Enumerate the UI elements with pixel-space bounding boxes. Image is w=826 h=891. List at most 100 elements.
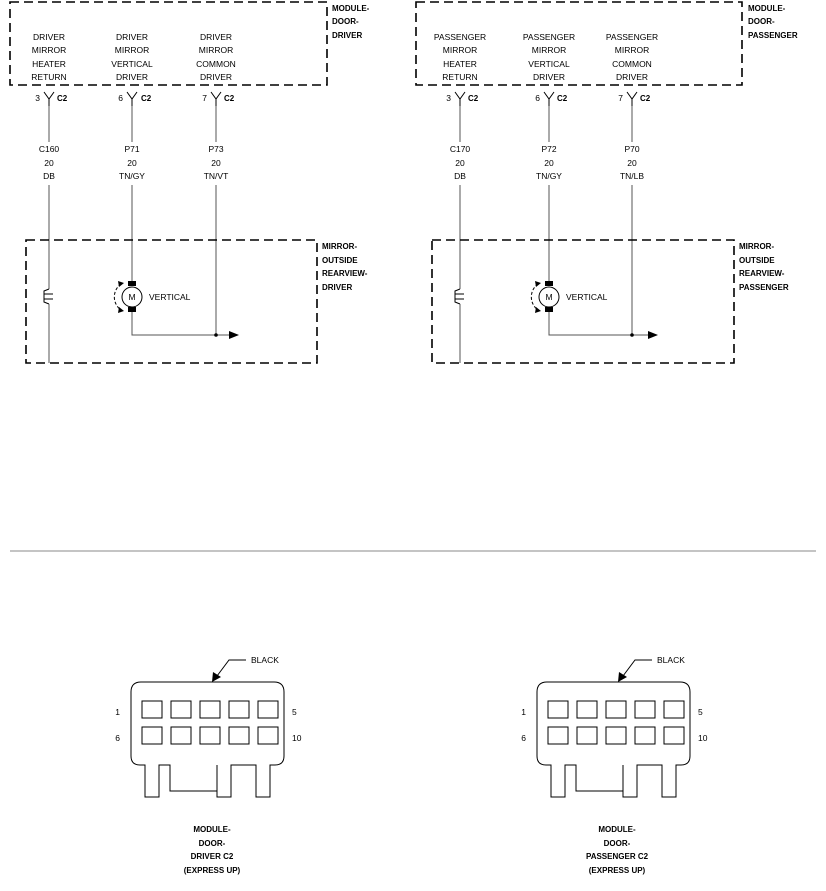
driver-pin6-cavity: 6 [118,93,123,103]
driver-c2-caption-line-1: MODULE- [193,825,231,834]
passenger-pin6-connector-symbol [543,91,555,106]
driver-c2-cavity-7 [170,726,192,745]
driver-pin7-function-line-4: DRIVER [200,72,232,82]
passenger-c2-cavity-4 [634,700,656,719]
passenger-pin6-function-line-3: VERTICAL [528,59,570,69]
passenger-pin6-cavity: 6 [535,93,540,103]
driver-c2-cavity-2 [170,700,192,719]
mirror-driver-title-line-3: REARVIEW- [322,269,368,278]
driver-c2-caption-line-3: DRIVER C2 [191,852,234,861]
passenger-pin3-function-line-4: RETURN [442,72,477,82]
passenger-c2-pin-5-label: 5 [698,707,703,717]
passenger-pin7-cavity: 7 [618,93,623,103]
passenger-pin7-function-line-1: PASSENGER [606,32,658,42]
passenger-splice-point [630,333,634,337]
passenger-motor-rotation-arrow [530,283,539,311]
driver-c2-cavity-1 [141,700,163,719]
passenger-pin3-cavity: 3 [446,93,451,103]
driver-c2-connector-body [130,681,285,798]
passenger-c2-cavity-6 [547,726,569,745]
driver-pin3-cavity: 3 [35,93,40,103]
passenger-c2-pin-1-label: 1 [521,707,526,717]
passenger-color-p72: TN/GY [536,171,562,181]
passenger-circuit-p72: P72 [541,144,556,154]
driver-gauge-p73: 20 [211,158,221,168]
passenger-c2-connector-view: 1 6 5 10 BLACK MODULE- DOOR- PASSENGER C… [521,655,707,875]
passenger-rotation-arrowhead-bottom [535,307,541,313]
passenger-motor-brush-top [545,281,553,286]
driver-circuit-c160: C160 [39,144,60,154]
driver-motor-label: VERTICAL [149,292,191,302]
driver-pin3-function-line-2: MIRROR [32,45,66,55]
passenger-color-c170: DB [454,171,466,181]
driver-c2-color-leader [216,659,246,677]
passenger-gauge-p70: 20 [627,158,637,168]
module-door-driver-box [9,1,328,86]
passenger-rotation-arrowhead-top [535,281,541,287]
driver-pin6-function-line-2: MIRROR [115,45,149,55]
driver-color-p71: TN/GY [119,171,145,181]
passenger-pin6-function-line-4: DRIVER [533,72,565,82]
driver-pin7-connector-id: C2 [224,94,235,103]
mirror-passenger-title-line-2: OUTSIDE [739,256,775,265]
driver-color-c160: DB [43,171,55,181]
driver-pin6-function-line-1: DRIVER [116,32,148,42]
module-door-driver-title-line-3: DRIVER [332,31,362,40]
module-door-passenger-title-line-1: MODULE- [748,4,786,13]
passenger-gauge-p72: 20 [544,158,554,168]
passenger-c2-cavity-3 [605,700,627,719]
passenger-motor-letter: M [545,292,552,302]
mirror-passenger-title-line-1: MIRROR- [739,242,774,251]
mirror-driver-title-line-4: DRIVER [322,283,352,292]
passenger-c2-caption-line-1: MODULE- [598,825,636,834]
passenger-c2-cavity-2 [576,700,598,719]
driver-pin7-function-line-1: DRIVER [200,32,232,42]
passenger-c2-color-label: BLACK [657,655,685,665]
driver-c2-pin-10-label: 10 [292,733,302,743]
driver-c2-caption-line-2: DOOR- [199,839,226,848]
driver-motor-rotation-arrow [113,283,122,311]
module-door-passenger-title-line-2: DOOR- [748,17,775,26]
driver-pin6-function-line-3: VERTICAL [111,59,153,69]
driver-circuit-p73: P73 [208,144,223,154]
passenger-mirror-heater-element [454,288,461,305]
driver-rotation-arrowhead-top [118,281,124,287]
driver-motor-brush-bottom [128,307,136,312]
driver-c2-cavity-6 [141,726,163,745]
passenger-c2-cavity-1 [547,700,569,719]
driver-c2-cavity-3 [199,700,221,719]
mirror-passenger-title-line-4: PASSENGER [739,283,789,292]
driver-circuit-p71: P71 [124,144,139,154]
passenger-motor-brush-bottom [545,307,553,312]
passenger-c2-color-leader [622,659,652,677]
mirror-driver-title-line-2: OUTSIDE [322,256,358,265]
driver-mirror-heater-element [43,288,50,305]
passenger-c2-pin-6-label: 6 [521,733,526,743]
passenger-c2-cavity-10 [663,726,685,745]
module-door-driver-title-line-2: DOOR- [332,17,359,26]
passenger-c2-connector-body [536,681,691,798]
passenger-circuit-c170: C170 [450,144,471,154]
driver-c2-color-label: BLACK [251,655,279,665]
passenger-pin7-connector-symbol [626,91,638,106]
passenger-pin7-function-line-2: MIRROR [615,45,649,55]
passenger-side-schematic: MODULE- DOOR- PASSENGER PASSENGER MIRROR… [415,1,798,364]
driver-c2-cavity-9 [228,726,250,745]
passenger-pin7-connector-id: C2 [640,94,651,103]
passenger-c2-leader-arrowhead [618,672,627,682]
passenger-c2-pin-10-label: 10 [698,733,708,743]
passenger-circuit-p70: P70 [624,144,639,154]
driver-color-p73: TN/VT [204,171,229,181]
passenger-pin6-function-line-1: PASSENGER [523,32,575,42]
passenger-c2-cavity-7 [576,726,598,745]
passenger-pin7-function-line-4: DRIVER [616,72,648,82]
driver-motor-common-wire [131,312,239,339]
driver-pin6-connector-symbol [126,91,138,106]
passenger-c2-cavity-8 [605,726,627,745]
driver-gauge-p71: 20 [127,158,137,168]
driver-c2-cavity-8 [199,726,221,745]
passenger-pin3-function-line-3: HEATER [443,59,477,69]
driver-c2-leader-arrowhead [212,672,221,682]
driver-pin3-function-line-1: DRIVER [33,32,65,42]
